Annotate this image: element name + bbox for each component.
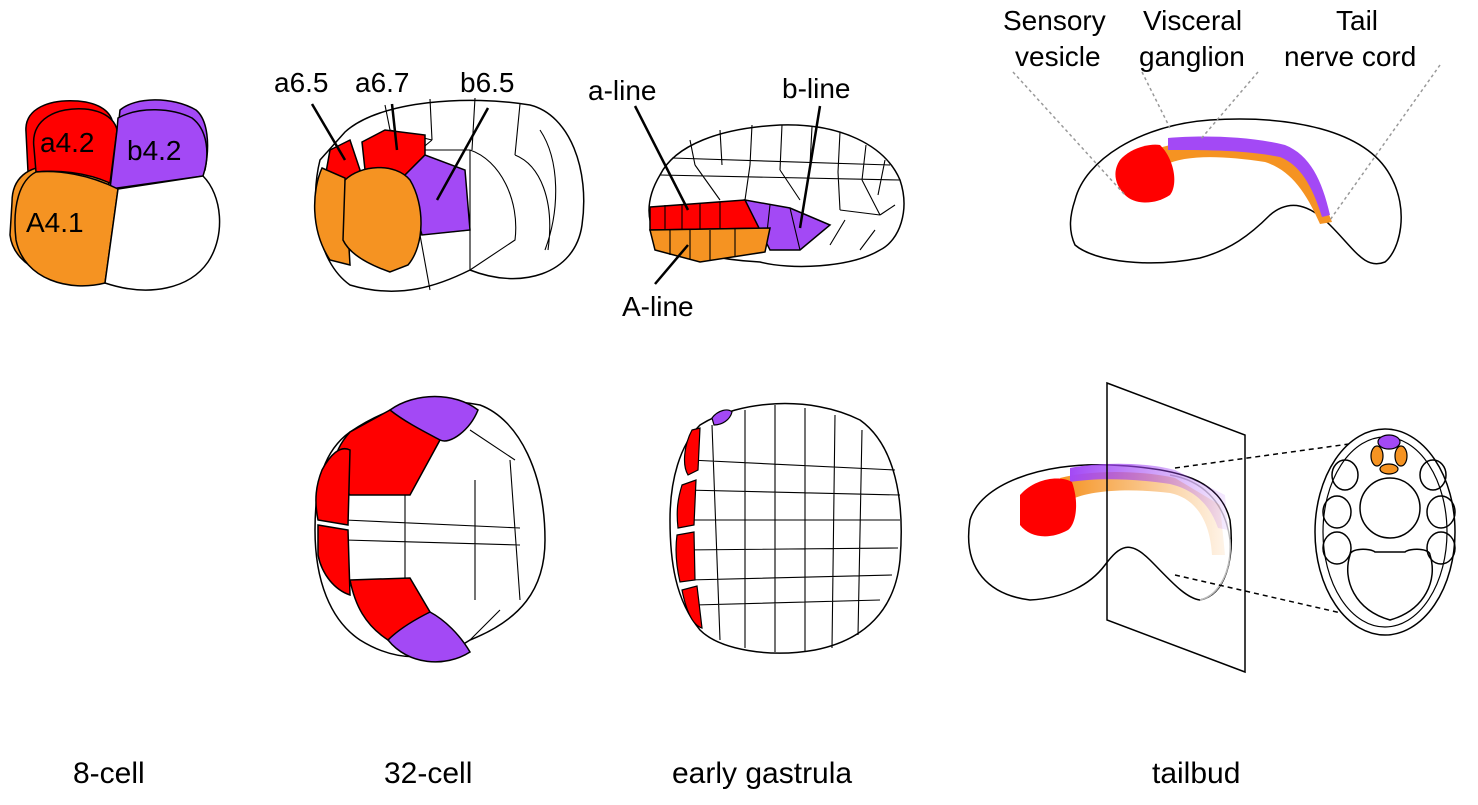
label-b42: b4.2 xyxy=(127,135,182,166)
label-b65: b6.5 xyxy=(460,67,515,98)
cell-b42 xyxy=(109,109,208,190)
thirtytwo-cell-lateral: a6.5 a6.7 b6.5 xyxy=(274,67,585,292)
caption-32-cell: 32-cell xyxy=(384,757,472,790)
cross-section-notochord xyxy=(1359,477,1421,539)
label-a-line: a-line xyxy=(588,75,656,106)
tailbud-sensory-vesicle xyxy=(1115,144,1175,203)
gastrula-vegetal xyxy=(669,402,902,654)
gastrula-vegetal-outline xyxy=(669,402,902,654)
label-b-line: b-line xyxy=(782,73,850,104)
label-A-line: A-line xyxy=(622,291,694,322)
section-plane xyxy=(1106,381,1246,674)
cross-section-purple xyxy=(1377,434,1401,450)
label-tail-line2: nerve cord xyxy=(1284,41,1416,72)
cell-white-8 xyxy=(104,175,221,291)
cell-orange-32-front xyxy=(342,166,422,273)
label-sensory-line2: vesicle xyxy=(1015,41,1101,72)
tailbud-visceral-orange xyxy=(1160,142,1332,224)
cross-section-orange-left xyxy=(1370,445,1384,467)
tailbud-section-view xyxy=(967,381,1456,674)
label-a42: a4.2 xyxy=(40,127,95,158)
tailbud-nerve-cord-purple xyxy=(1168,136,1330,217)
cell-32v-red-upper-2 xyxy=(315,448,351,526)
tailbud-bottom-orange xyxy=(1060,472,1225,555)
label-visceral-line1: Visceral xyxy=(1143,5,1242,36)
cell-32v-red-lower xyxy=(349,577,432,641)
caption-tailbud: tailbud xyxy=(1152,757,1240,790)
label-sensory-line1: Sensory xyxy=(1003,5,1106,36)
gastrula-vegetal-red xyxy=(675,427,703,629)
caption-early-gastrula: early gastrula xyxy=(672,757,852,790)
tailbud-lateral: Sensory vesicle Visceral ganglion Tail n… xyxy=(1003,5,1441,265)
label-tail-line1: Tail xyxy=(1336,5,1378,36)
tailbud-bottom-red xyxy=(1020,478,1077,537)
label-A41: A4.1 xyxy=(26,207,84,238)
gastrula-vegetal-purple xyxy=(711,409,733,426)
cell-32v-red-lower-2 xyxy=(317,524,351,597)
cell-a42 xyxy=(32,108,118,185)
label-a67: a6.7 xyxy=(355,67,410,98)
eight-cell-embryo: a4.2 b4.2 A4.1 xyxy=(9,99,221,291)
gastrula-lateral: a-line b-line A-line xyxy=(588,73,905,322)
cross-section-orange-right xyxy=(1394,445,1408,467)
cross-section-orange-bottom xyxy=(1379,463,1399,475)
cell-A41 xyxy=(14,170,119,287)
caption-8-cell: 8-cell xyxy=(73,757,145,790)
thirtytwo-cell-vegetal xyxy=(314,395,546,663)
label-visceral-line2: ganglion xyxy=(1139,41,1245,72)
cell-orange-32-back xyxy=(313,167,351,266)
tailbud-bottom-purple xyxy=(1070,463,1228,530)
label-a65: a6.5 xyxy=(274,67,329,98)
